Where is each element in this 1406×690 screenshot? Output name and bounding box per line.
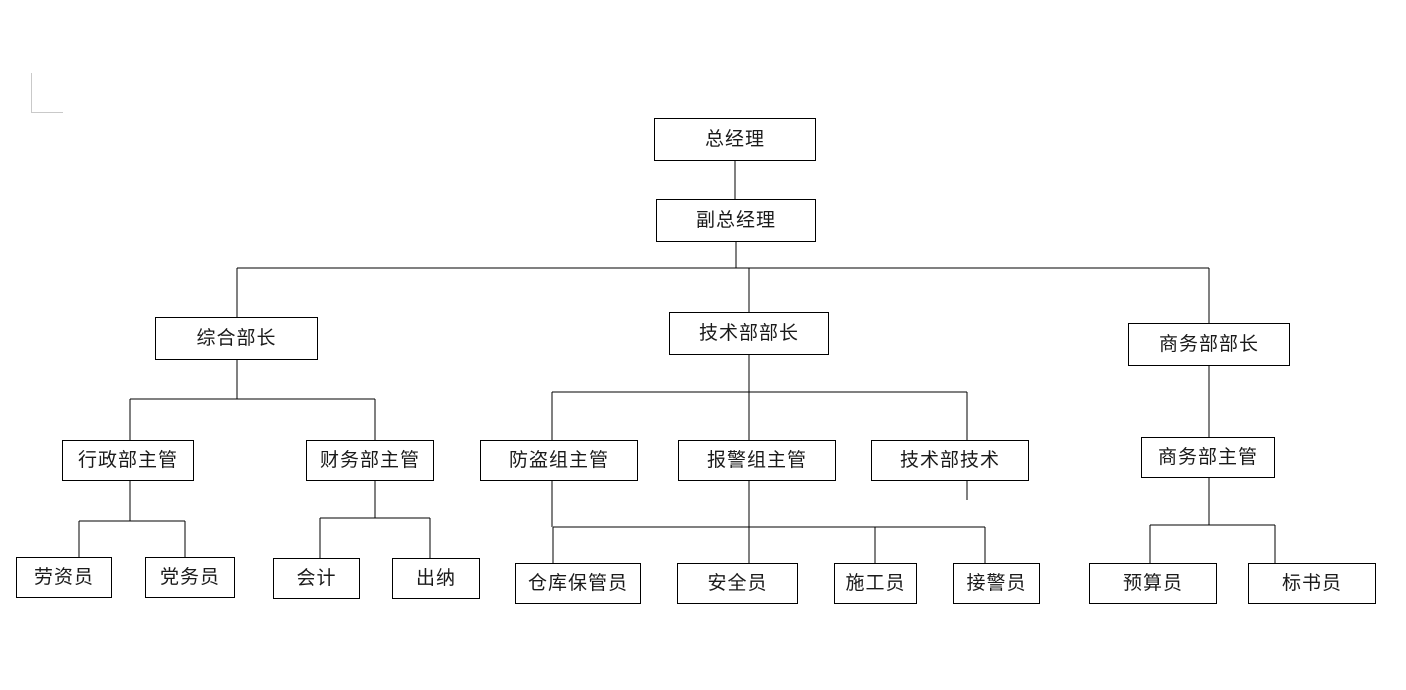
org-node-n13[interactable]: 会计 [273, 558, 360, 599]
org-node-n16[interactable]: 安全员 [677, 563, 798, 604]
org-node-label: 党务员 [159, 566, 220, 588]
org-node-n5[interactable]: 行政部主管 [62, 440, 194, 481]
org-node-label: 副总经理 [695, 209, 776, 231]
org-node-label: 总经理 [704, 128, 765, 150]
org-node-label: 接警员 [966, 572, 1027, 594]
org-node-label: 技术部技术 [899, 449, 1000, 471]
org-node-n20[interactable]: 标书员 [1248, 563, 1376, 604]
org-node-label: 商务部部长 [1158, 333, 1259, 355]
org-node-label: 仓库保管员 [527, 572, 628, 594]
org-node-label: 出纳 [415, 567, 456, 589]
org-node-n14[interactable]: 出纳 [392, 558, 480, 599]
org-node-label: 商务部主管 [1157, 446, 1258, 468]
org-node-label: 会计 [296, 567, 337, 589]
org-node-n9[interactable]: 技术部技术 [871, 440, 1029, 481]
org-node-n2[interactable]: 综合部长 [155, 317, 318, 360]
page-margin-corner-mark [31, 73, 63, 113]
org-node-n4[interactable]: 商务部部长 [1128, 323, 1290, 366]
org-node-label: 行政部主管 [77, 449, 178, 471]
org-node-n12[interactable]: 党务员 [145, 557, 235, 598]
org-node-label: 财务部主管 [319, 449, 420, 471]
org-node-label: 预算员 [1122, 572, 1183, 594]
org-node-label: 技术部部长 [698, 322, 799, 344]
org-node-n6[interactable]: 财务部主管 [306, 440, 434, 481]
org-node-label: 综合部长 [196, 327, 277, 349]
org-node-n17[interactable]: 施工员 [834, 563, 917, 604]
org-node-n3[interactable]: 技术部部长 [669, 312, 829, 355]
org-node-n10[interactable]: 商务部主管 [1141, 437, 1275, 478]
org-node-label: 报警组主管 [706, 449, 807, 471]
org-node-label: 安全员 [707, 572, 768, 594]
org-node-n1[interactable]: 副总经理 [656, 199, 816, 242]
org-node-label: 施工员 [845, 572, 906, 594]
org-node-n19[interactable]: 预算员 [1089, 563, 1217, 604]
org-node-n18[interactable]: 接警员 [953, 563, 1040, 604]
org-node-n8[interactable]: 报警组主管 [678, 440, 836, 481]
org-node-n15[interactable]: 仓库保管员 [515, 563, 641, 604]
org-node-label: 标书员 [1281, 572, 1342, 594]
org-node-label: 劳资员 [33, 566, 94, 588]
org-node-n0[interactable]: 总经理 [654, 118, 816, 161]
org-node-label: 防盗组主管 [508, 449, 609, 471]
org-node-n11[interactable]: 劳资员 [16, 557, 112, 598]
org-node-n7[interactable]: 防盗组主管 [480, 440, 638, 481]
